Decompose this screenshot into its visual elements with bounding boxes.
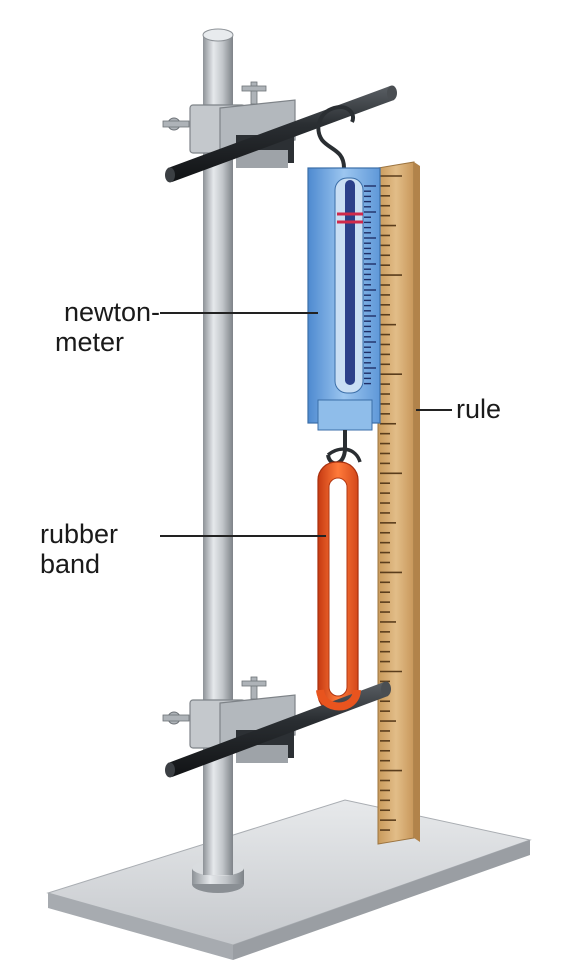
rubber-band-label-line2: band <box>40 549 101 579</box>
base-plate <box>46 799 532 960</box>
rubber-band-label-line1: rubber <box>40 519 119 549</box>
ruler-ticks <box>380 175 402 831</box>
leader-lines <box>160 312 452 537</box>
newton-meter-label-line1: newton- <box>63 297 160 327</box>
newton-meter-scale <box>364 185 376 385</box>
metre-rule <box>377 161 420 845</box>
rubber-band-label: rubber band <box>40 519 160 579</box>
newton-meter-label: newton- meter <box>40 297 160 357</box>
newton-meter <box>307 105 381 466</box>
rubber-band <box>317 447 362 713</box>
upper-rod <box>165 85 397 183</box>
rubber-band-loop-front <box>316 689 361 711</box>
rule-label: rule <box>456 394 502 424</box>
newton-meter-label-line2: meter <box>54 327 124 357</box>
